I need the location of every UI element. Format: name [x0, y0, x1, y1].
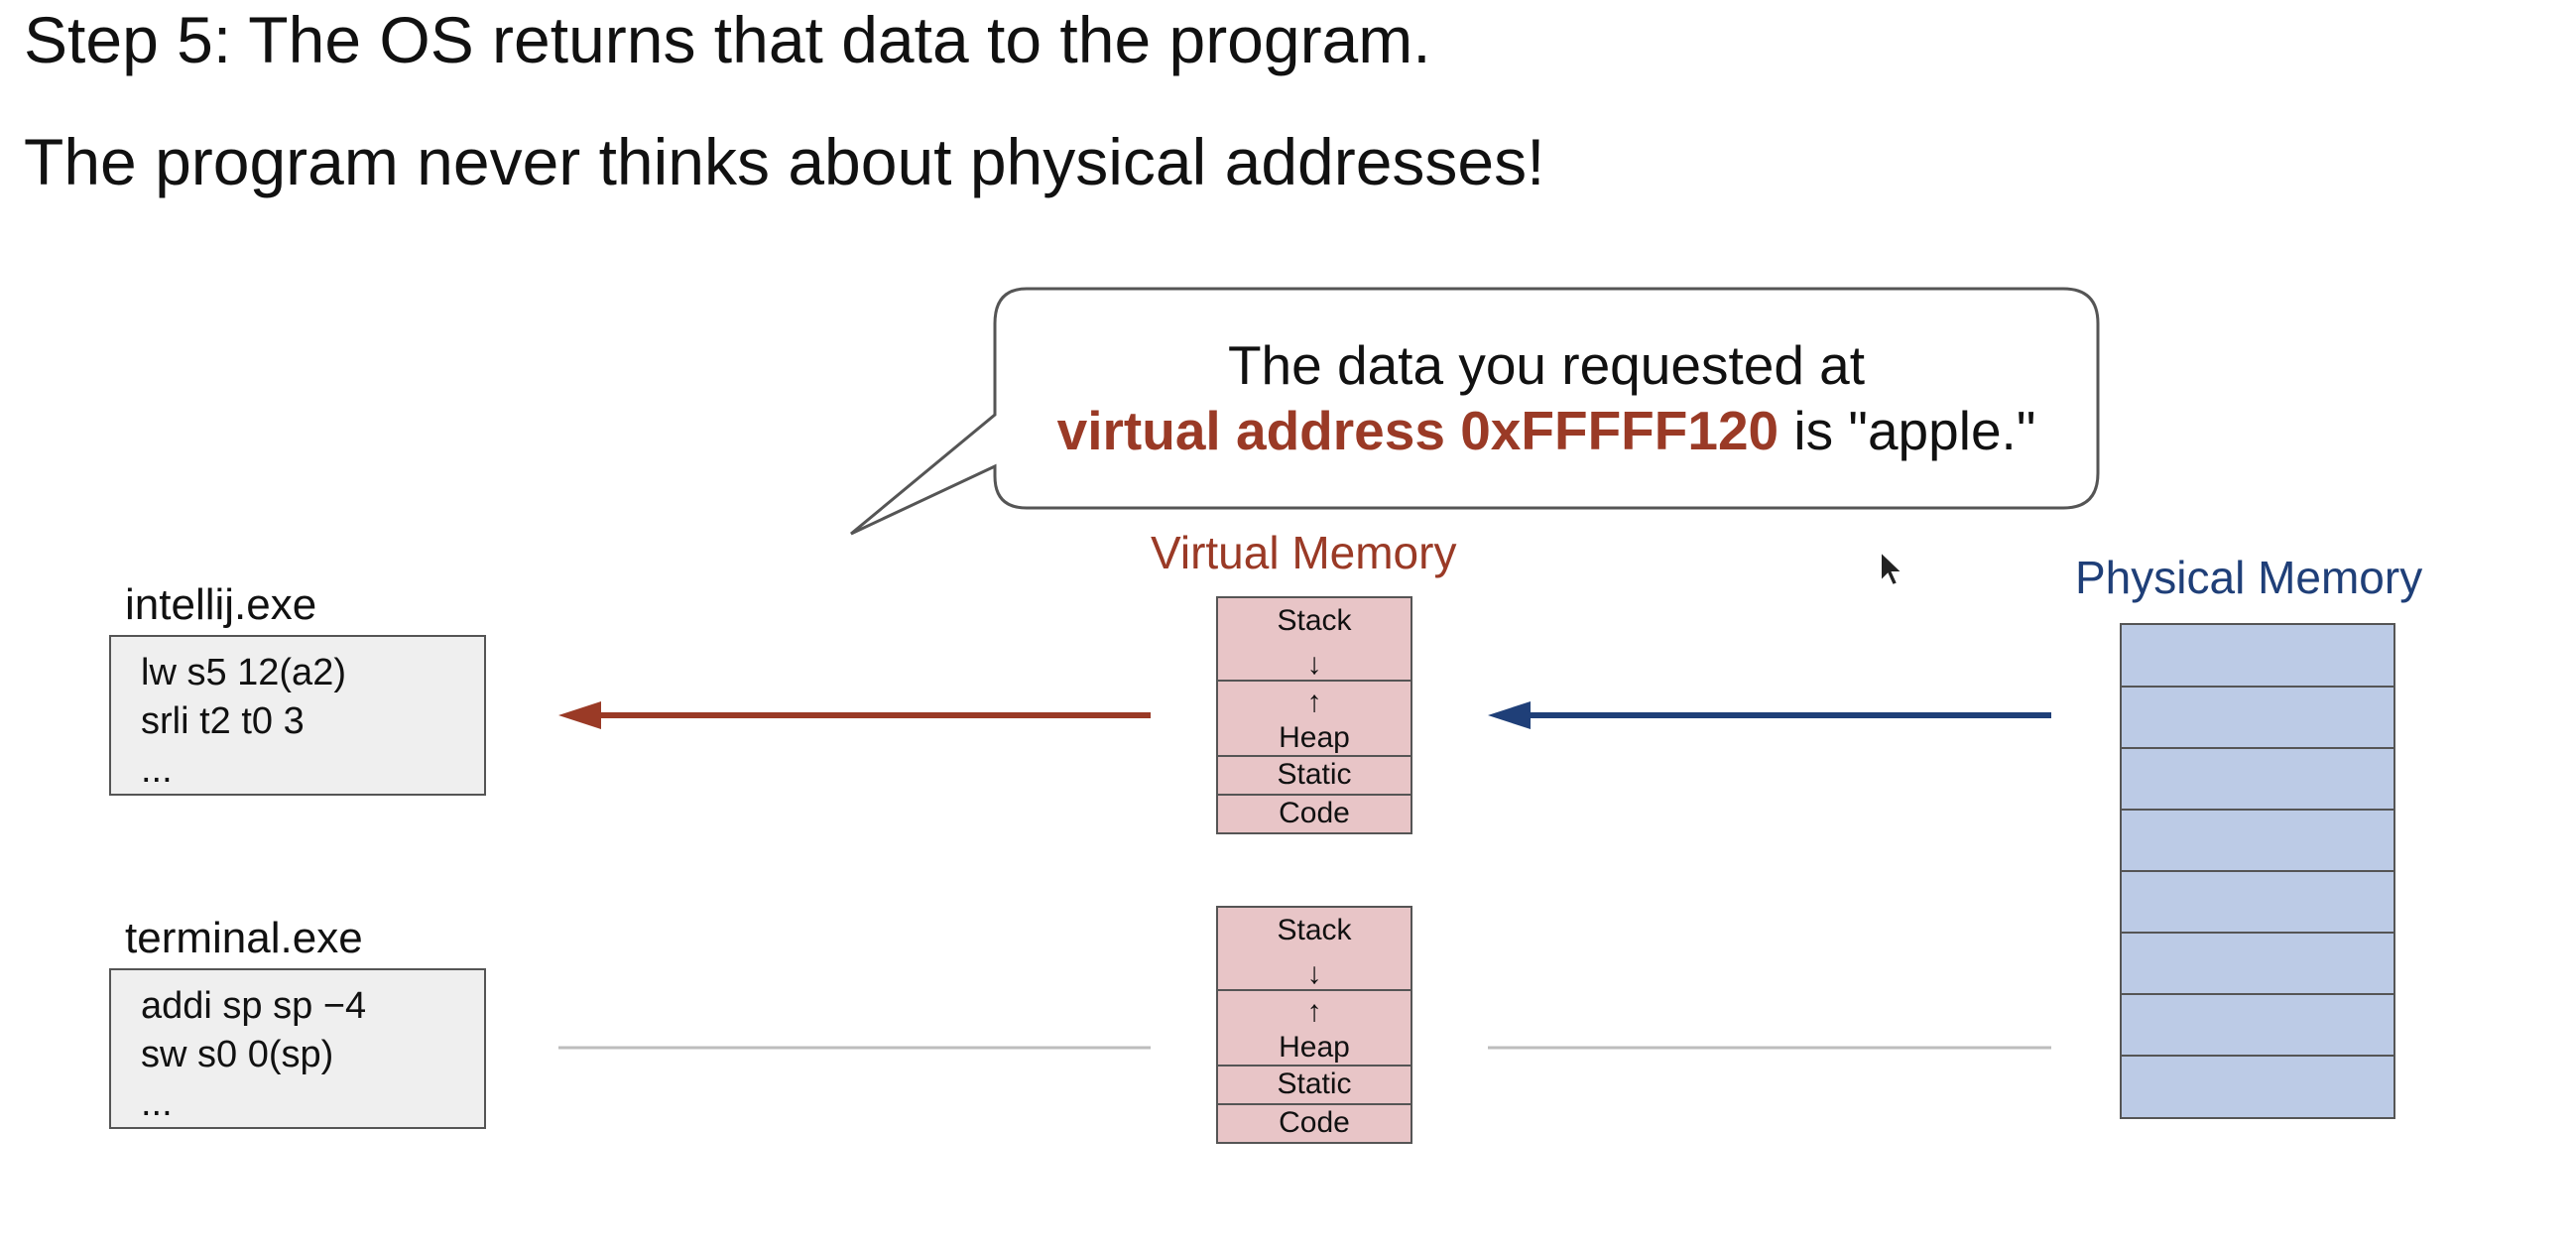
segment-code-label: Code — [1279, 797, 1350, 829]
physical-memory-title: Physical Memory — [2075, 552, 2423, 603]
code-line: sw s0 0(sp) — [141, 1034, 334, 1075]
physical-memory-cell-divider — [2122, 870, 2393, 872]
code-line: addi sp sp −4 — [141, 985, 367, 1027]
step-heading: Step 5: The OS returns that data to the … — [24, 3, 1431, 76]
segment-stack-label: Stack — [1277, 604, 1352, 637]
segment-heap-label: Heap — [1279, 721, 1350, 754]
physical-memory-cell-divider — [2122, 809, 2393, 811]
bubble-message: The data you requested at virtual addres… — [995, 332, 2098, 463]
bubble-tail: is "apple." — [1779, 400, 2036, 461]
bubble-virtual-address: virtual address 0xFFFFF120 — [1056, 400, 1779, 461]
physical-memory-column — [2120, 623, 2395, 1119]
arrow-vm-to-intellij — [558, 701, 1151, 729]
segment-divider — [1218, 680, 1411, 682]
arrow-up-icon: ↑ — [1306, 995, 1322, 1028]
code-line: srli t2 t0 3 — [141, 700, 305, 742]
arrow-down-icon: ↓ — [1306, 648, 1322, 681]
code-box-intellij: lw s5 12(a2) srli t2 t0 3 ... — [109, 635, 486, 796]
segment-divider — [1218, 1065, 1411, 1067]
segment-divider — [1218, 989, 1411, 991]
bubble-line-2: virtual address 0xFFFFF120 is "apple." — [995, 398, 2098, 463]
bubble-line-1: The data you requested at — [1227, 334, 1866, 396]
virtual-memory-stack-intellij: Stack ↓ ↑ Heap Static Code — [1216, 596, 1412, 834]
arrow-up-icon: ↑ — [1306, 686, 1322, 718]
note-heading: The program never thinks about physical … — [24, 125, 1545, 198]
segment-divider — [1218, 755, 1411, 757]
program-name-intellij: intellij.exe — [125, 580, 317, 629]
segment-divider — [1218, 1103, 1411, 1105]
segment-heap-label: Heap — [1279, 1031, 1350, 1064]
code-line: ... — [141, 749, 173, 791]
physical-memory-cell-divider — [2122, 747, 2393, 749]
virtual-memory-stack-terminal: Stack ↓ ↑ Heap Static Code — [1216, 906, 1412, 1144]
virtual-memory-title: Virtual Memory — [1151, 527, 1457, 578]
code-line: lw s5 12(a2) — [141, 652, 346, 693]
code-box-terminal: addi sp sp −4 sw s0 0(sp) ... — [109, 968, 486, 1129]
physical-memory-cell-divider — [2122, 1055, 2393, 1057]
physical-memory-cell-divider — [2122, 932, 2393, 934]
segment-static-label: Static — [1277, 1067, 1352, 1100]
speech-bubble — [850, 287, 2100, 536]
arrow-pm-to-vm — [1488, 701, 2051, 729]
segment-static-label: Static — [1277, 758, 1352, 791]
program-name-terminal: terminal.exe — [125, 914, 363, 962]
physical-memory-cell-divider — [2122, 993, 2393, 995]
segment-divider — [1218, 794, 1411, 796]
mouse-cursor-icon — [1880, 549, 1905, 587]
arrow-down-icon: ↓ — [1306, 957, 1322, 990]
segment-code-label: Code — [1279, 1106, 1350, 1139]
segment-stack-label: Stack — [1277, 914, 1352, 946]
physical-memory-cell-divider — [2122, 686, 2393, 688]
code-line: ... — [141, 1082, 173, 1124]
